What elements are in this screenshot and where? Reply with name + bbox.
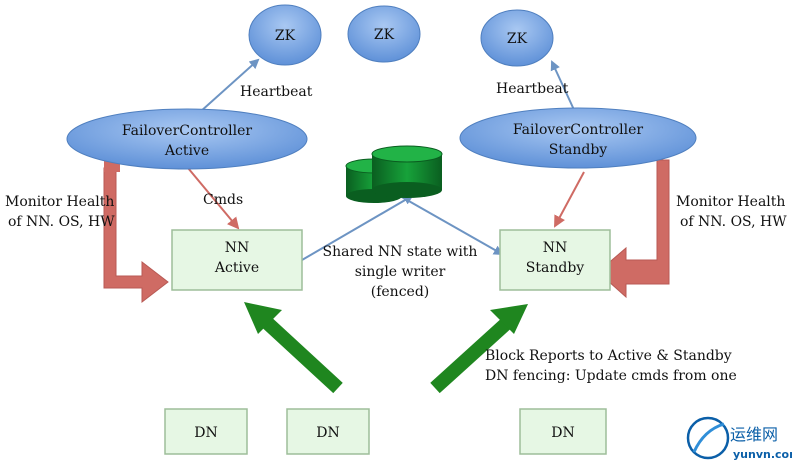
namenode-state: Active bbox=[214, 260, 259, 276]
monitor-health-label-left: Monitor Health bbox=[5, 194, 114, 210]
shared-state-arrow-standby bbox=[399, 195, 504, 255]
controller-name: FailoverController bbox=[122, 123, 253, 139]
watermark-logo: 运维网 yunvn.com bbox=[686, 416, 792, 461]
namenode-state: Standby bbox=[526, 260, 585, 276]
namenode-standby: NN Standby bbox=[499, 229, 611, 291]
namenode-label: NN bbox=[225, 240, 250, 256]
datanode-3: DN bbox=[519, 408, 607, 455]
shared-state-arrow-active bbox=[301, 194, 414, 261]
controller-role: Active bbox=[164, 143, 209, 159]
datanode-label: DN bbox=[194, 425, 217, 441]
heartbeat-label-right: Heartbeat bbox=[496, 81, 569, 97]
datanode-label: DN bbox=[316, 425, 339, 441]
block-report-arrow-standby bbox=[430, 304, 528, 394]
cmds-label: Cmds bbox=[203, 192, 243, 208]
shared-state-label-3: (fenced) bbox=[371, 284, 430, 300]
failover-controller-active: FailoverController Active bbox=[66, 108, 308, 170]
datanode-1: DN bbox=[164, 408, 248, 455]
namenode-label: NN bbox=[543, 240, 568, 256]
heartbeat-arrow-right bbox=[550, 60, 576, 113]
datanode-2: DN bbox=[286, 408, 370, 455]
datanode-label: DN bbox=[551, 425, 574, 441]
zk-label: ZK bbox=[507, 31, 528, 47]
watermark-url: yunvn.com bbox=[733, 448, 792, 461]
zk-label: ZK bbox=[275, 28, 296, 44]
block-reports-label: Block Reports to Active & Standby bbox=[485, 348, 732, 364]
monitor-health-label-right-2: of NN. OS, HW bbox=[680, 214, 787, 230]
heartbeat-arrow-left bbox=[199, 58, 260, 113]
zk-node-left: ZK bbox=[248, 4, 322, 66]
watermark-name: 运维网 bbox=[730, 425, 778, 444]
shared-state-label: Shared NN state with bbox=[323, 244, 478, 260]
cmds-arrow-right bbox=[554, 171, 585, 228]
controller-name: FailoverController bbox=[513, 122, 644, 138]
zk-node-middle: ZK bbox=[347, 5, 421, 63]
controller-role: Standby bbox=[549, 142, 608, 158]
block-report-arrow-active bbox=[244, 302, 343, 394]
monitor-health-label-right: Monitor Health bbox=[676, 194, 785, 210]
shared-state-label-2: single writer bbox=[355, 264, 446, 280]
cmds-arrow-left bbox=[187, 167, 240, 230]
block-reports-label-2: DN fencing: Update cmds from one bbox=[485, 368, 737, 384]
zk-label: ZK bbox=[374, 27, 395, 43]
failover-controller-standby: FailoverController Standby bbox=[459, 107, 697, 169]
monitor-health-label-left-2: of NN. OS, HW bbox=[8, 214, 115, 230]
heartbeat-label-left: Heartbeat bbox=[240, 84, 313, 100]
monitor-health-arrow-left bbox=[103, 160, 169, 304]
namenode-active: NN Active bbox=[171, 229, 303, 291]
monitor-health-arrow-right bbox=[597, 159, 670, 299]
shared-storage-icon bbox=[345, 145, 443, 203]
zk-node-right: ZK bbox=[480, 9, 554, 67]
